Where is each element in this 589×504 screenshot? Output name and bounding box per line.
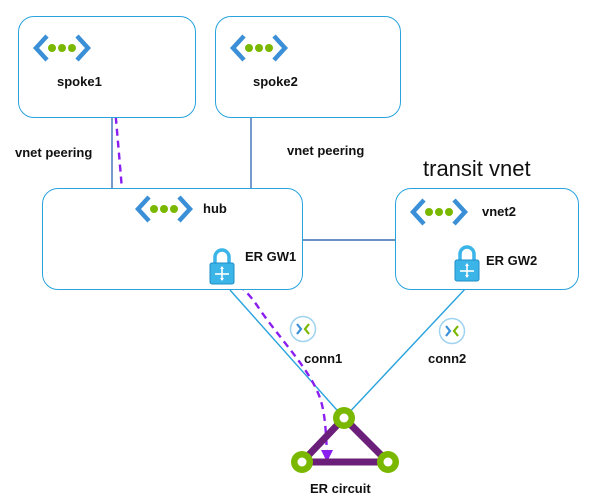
- spoke1-label: spoke1: [57, 74, 102, 89]
- transit-vnet-title: transit vnet: [423, 156, 531, 181]
- connection-icon[interactable]: [438, 317, 466, 345]
- traffic-path-arrowhead: [321, 450, 333, 462]
- spoke1-vnet-box[interactable]: spoke1: [18, 16, 196, 118]
- conn1-label: conn1: [304, 351, 343, 366]
- virtual-network-icon: [33, 34, 91, 62]
- hub-vnet-box[interactable]: hub ER GW1: [42, 188, 303, 290]
- expressroute-circuit-icon: [291, 407, 399, 473]
- virtual-network-icon: [135, 195, 193, 223]
- hub-label: hub: [203, 201, 227, 216]
- spoke2-vnet-box[interactable]: spoke2: [215, 16, 401, 118]
- er-gw1-label: ER GW1: [245, 249, 297, 264]
- conn1-line: [229, 289, 345, 419]
- vnet-peering-label-right: vnet peering: [287, 143, 365, 158]
- conn2-label: conn2: [428, 351, 467, 366]
- vnet2-box[interactable]: vnet2 ER GW2: [395, 188, 579, 290]
- er-gw2-label: ER GW2: [486, 253, 538, 268]
- spoke2-label: spoke2: [253, 74, 298, 89]
- vpn-gateway-lock-icon[interactable]: [454, 245, 480, 283]
- vnet-peering-label-left: vnet peering: [15, 145, 93, 160]
- vpn-gateway-lock-icon[interactable]: [209, 248, 235, 286]
- virtual-network-icon: [410, 198, 468, 226]
- virtual-network-icon: [230, 34, 288, 62]
- er-circuit-label: ER circuit: [310, 481, 371, 496]
- vnet2-label: vnet2: [482, 204, 516, 219]
- conn2-line: [343, 287, 467, 419]
- connection-icon[interactable]: [289, 315, 317, 343]
